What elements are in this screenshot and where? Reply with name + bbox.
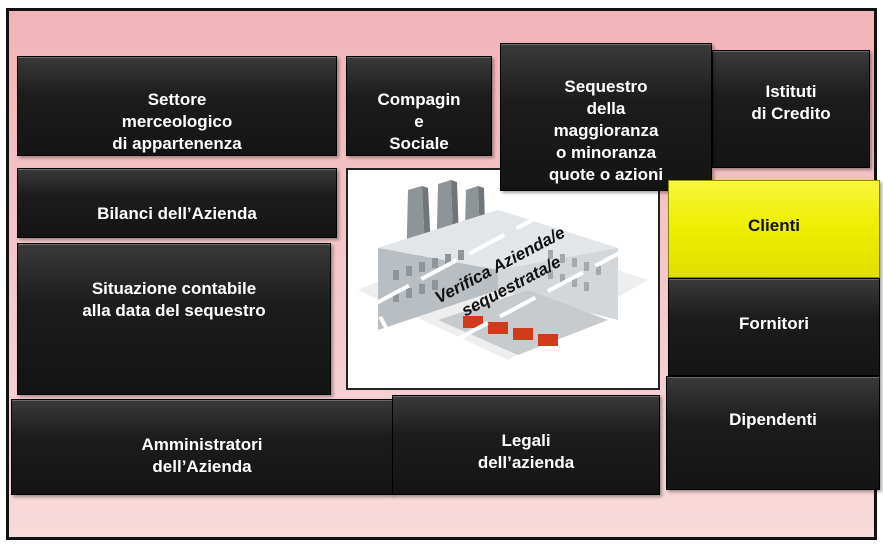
tile-clienti: Clienti [668,180,880,278]
tile-compagine-label: Compagin e Sociale [377,90,461,153]
tile-bilanci-label: Bilanci dell’Azienda [97,204,257,223]
tile-fornitori: Fornitori [668,278,880,376]
tile-bilanci: Bilanci dell’Azienda [17,168,337,238]
tile-sequestro: Sequestro della maggioranza o minoranza … [500,43,712,191]
tile-fornitori-label: Fornitori [739,314,809,333]
tile-situazione: Situazione contabile alla data del seque… [17,243,331,395]
tile-amministratori-label: Amministratori dell’Azienda [141,435,263,476]
tile-legali: Legali dell’azienda [392,395,660,495]
tile-clienti-label: Clienti [748,216,800,235]
tile-settore: Settore merceologico di appartenenza [17,56,337,156]
tile-dipendenti-label: Dipendenti [729,410,817,429]
tile-legali-label: Legali dell’azienda [477,431,575,472]
factory-image: Verifica Azienda/e sequestrata/e [346,168,660,390]
tile-settore-label: Settore merceologico di appartenenza [112,90,242,153]
tile-istituti-label: Istituti di Credito [751,82,831,123]
tile-amministratori: Amministratori dell’Azienda [11,399,393,495]
tile-compagine: Compagin e Sociale [346,56,492,156]
tile-situazione-label: Situazione contabile alla data del seque… [82,279,266,320]
tile-dipendenti: Dipendenti [666,376,880,490]
tile-sequestro-label: Sequestro della maggioranza o minoranza … [548,77,664,184]
tile-istituti: Istituti di Credito [712,50,870,168]
verifica-overlay: Verifica Azienda/e sequestrata/e [370,182,634,369]
